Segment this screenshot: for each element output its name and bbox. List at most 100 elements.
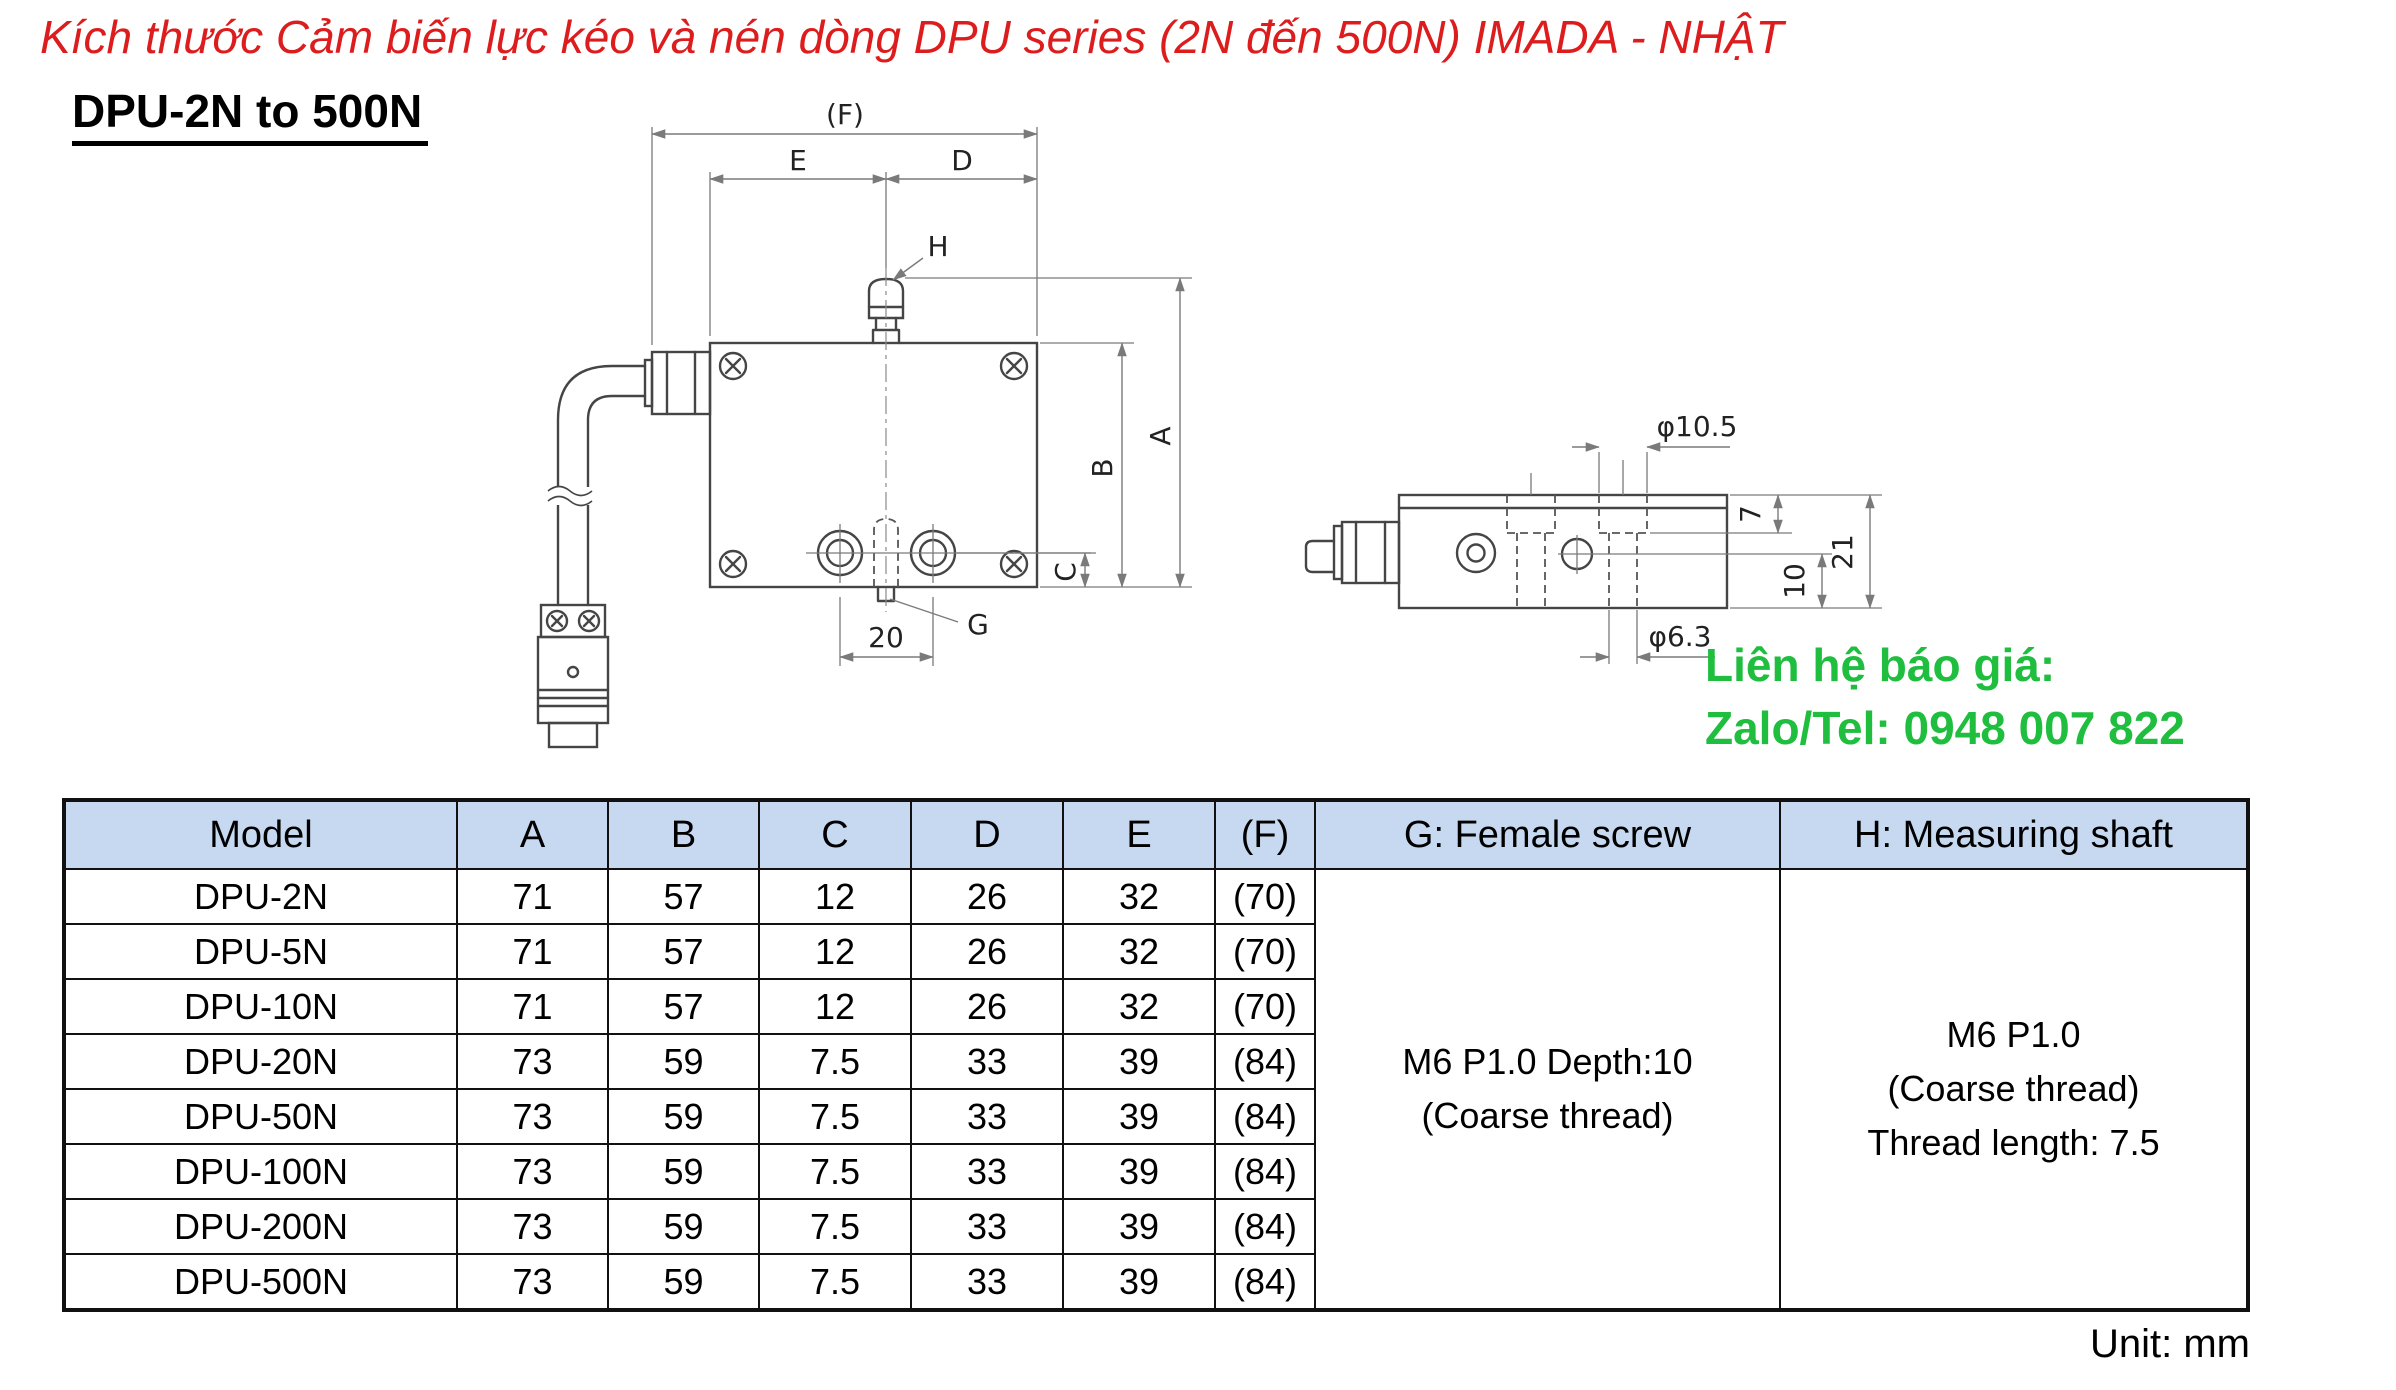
cell-d: 26 — [910, 923, 1064, 980]
cell-c: 12 — [758, 978, 912, 1035]
cell-c: 7.5 — [758, 1033, 912, 1090]
cell-f: (70) — [1214, 923, 1316, 980]
col-header-a: A — [456, 799, 609, 870]
side-connector — [1304, 520, 1401, 585]
cell-d: 33 — [910, 1088, 1064, 1145]
counterbores — [1506, 495, 1648, 608]
col-header-c: C — [758, 799, 912, 870]
contact-phone: Zalo/Tel: 0948 007 822 — [1705, 701, 2185, 754]
col-header-h: H: Measuring shaft — [1779, 799, 2249, 870]
cell-e: 39 — [1062, 1088, 1216, 1145]
cell-f: (84) — [1214, 1143, 1316, 1200]
female-screw-spec-line2: (Coarse thread) — [1421, 1095, 1674, 1136]
contact-quote-label: Liên hệ báo giá: — [1705, 639, 2056, 691]
col-header-g: G: Female screw — [1314, 799, 1781, 870]
cell-e: 39 — [1062, 1143, 1216, 1200]
table-row: DPU-10N 71 57 12 26 32 (70) — [63, 978, 2248, 1035]
front-view-body: (F) E D H 20 G A B C — [536, 98, 1192, 749]
cell-b: 59 — [607, 1253, 760, 1311]
cable — [547, 364, 647, 607]
cell-a: 73 — [456, 1033, 609, 1090]
cell-f: (84) — [1214, 1033, 1316, 1090]
cable-connector — [536, 603, 610, 749]
cell-d: 33 — [910, 1198, 1064, 1255]
table-row: DPU-2N 71 57 12 26 32 (70) M6 P1.0 Depth… — [63, 868, 2249, 1311]
cell-model: DPU-5N — [63, 923, 458, 980]
cell-c: 7.5 — [758, 1088, 912, 1145]
cell-c: 7.5 — [758, 1198, 912, 1255]
cell-f: (84) — [1214, 1253, 1316, 1311]
cell-b: 57 — [607, 978, 760, 1035]
female-screw-spec-cell: M6 P1.0 Depth:10 (Coarse thread) — [1314, 868, 1781, 1311]
cell-c: 7.5 — [758, 1143, 912, 1200]
page-title: Kích thước Cảm biến lực kéo và nén dòng … — [40, 11, 1784, 63]
col-header-model: Model — [63, 799, 458, 870]
cell-a: 73 — [456, 1198, 609, 1255]
unit-note: Unit: mm — [2090, 1322, 2250, 1366]
measuring-shaft-spec-cell: M6 P1.0 (Coarse thread) Thread length: 7… — [1779, 868, 2249, 1311]
table-row: DPU-5N 71 57 12 26 32 (70) — [63, 923, 2248, 980]
cell-d: 26 — [910, 978, 1064, 1035]
cell-b: 59 — [607, 1198, 760, 1255]
cell-b: 59 — [607, 1143, 760, 1200]
cell-model: DPU-200N — [63, 1198, 458, 1255]
cell-f: (84) — [1214, 1198, 1316, 1255]
cell-d: 33 — [910, 1143, 1064, 1200]
socket-hole — [1455, 532, 1497, 574]
cell-c: 7.5 — [758, 1253, 912, 1311]
measuring-shaft-spec-line3: Thread length: 7.5 — [1867, 1122, 2160, 1163]
cell-model: DPU-500N — [63, 1253, 458, 1311]
cell-a: 73 — [456, 1253, 609, 1311]
cell-b: 59 — [607, 1088, 760, 1145]
female-screw-spec-line1: M6 P1.0 Depth:10 — [1402, 1041, 1693, 1082]
dim-label-10: 10 — [1778, 563, 1811, 599]
dim-label-f: (F) — [826, 98, 864, 131]
cell-a: 71 — [456, 868, 609, 925]
cell-d: 26 — [910, 868, 1064, 925]
cell-e: 32 — [1062, 978, 1216, 1035]
table-row: DPU-500N 73 59 7.5 33 39 (84) — [63, 1253, 2248, 1311]
cell-model: DPU-100N — [63, 1143, 458, 1200]
cell-e: 39 — [1062, 1033, 1216, 1090]
dim-label-d: D — [951, 144, 973, 177]
cell-f: (70) — [1214, 868, 1316, 925]
cell-model: DPU-20N — [63, 1033, 458, 1090]
dim-label-a: A — [1144, 426, 1177, 445]
cell-model: DPU-2N — [63, 868, 458, 925]
table-row: DPU-100N 73 59 7.5 33 39 (84) — [63, 1143, 2248, 1200]
cell-d: 33 — [910, 1033, 1064, 1090]
dim-label-7: 7 — [1734, 505, 1767, 523]
dim-label-h: H — [927, 230, 948, 263]
dim-label-20: 20 — [868, 621, 904, 654]
cell-e: 39 — [1062, 1198, 1216, 1255]
contact-block: Liên hệ báo giá: Zalo/Tel: 0948 007 822 — [1705, 634, 2185, 759]
dim-label-c: C — [1049, 562, 1082, 582]
cell-d: 33 — [910, 1253, 1064, 1311]
corner-screw-icon — [718, 351, 1029, 579]
col-header-d: D — [910, 799, 1064, 870]
cell-e: 32 — [1062, 868, 1216, 925]
cell-b: 59 — [607, 1033, 760, 1090]
table-row: DPU-50N 73 59 7.5 33 39 (84) — [63, 1088, 2248, 1145]
side-view-body: φ10.5 7 21 10 φ6.3 — [1304, 410, 1882, 664]
dim-label-21: 21 — [1826, 534, 1859, 570]
table-header-row: Model A B C D E (F) G: Female screw H: M… — [63, 799, 2249, 870]
dimension-table: Model A B C D E (F) G: Female screw H: M… — [62, 798, 2250, 1312]
table-row: DPU-200N 73 59 7.5 33 39 (84) — [63, 1198, 2248, 1255]
cell-f: (84) — [1214, 1088, 1316, 1145]
dim-label-bottom-dia: φ6.3 — [1649, 620, 1712, 653]
cell-c: 12 — [758, 868, 912, 925]
measuring-shaft-spec-line1: M6 P1.0 — [1946, 1014, 2081, 1055]
cell-f: (70) — [1214, 978, 1316, 1035]
model-range-heading: DPU-2N to 500N — [72, 84, 429, 146]
cell-model: DPU-10N — [63, 978, 458, 1035]
col-header-f: (F) — [1214, 799, 1316, 870]
cell-a: 73 — [456, 1088, 609, 1145]
col-header-b: B — [607, 799, 760, 870]
cell-e: 39 — [1062, 1253, 1216, 1311]
cell-c: 12 — [758, 923, 912, 980]
cell-a: 73 — [456, 1143, 609, 1200]
cable-gland — [643, 350, 712, 416]
cell-b: 57 — [607, 923, 760, 980]
